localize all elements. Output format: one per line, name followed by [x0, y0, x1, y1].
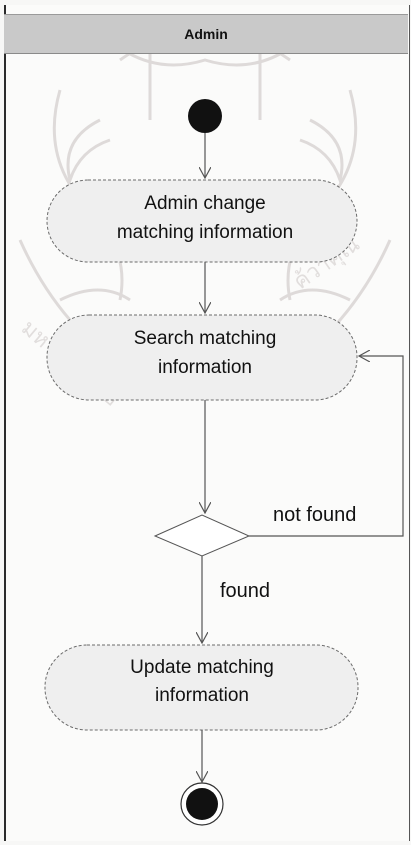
action-admin-change-matching-information: [46, 179, 358, 263]
swimlane-header: Admin: [4, 14, 408, 54]
action-3-line-2: information: [155, 685, 249, 706]
flow-not-found-loop: [249, 356, 404, 537]
decision-node: [153, 514, 251, 557]
final-node-core: [186, 788, 218, 820]
action-2-line-1: Search matching: [134, 328, 277, 349]
swimlane-title: Admin: [184, 26, 228, 42]
action-3-line-1: Update matching: [130, 657, 274, 678]
guard-found: found: [220, 580, 270, 602]
initial-node: [188, 99, 222, 133]
action-1-line-2: matching information: [117, 222, 293, 243]
guard-not-found: not found: [273, 504, 356, 526]
action-1-line-1: Admin change: [144, 193, 265, 214]
action-2-line-2: information: [158, 357, 252, 378]
action-search-matching-information: [46, 314, 358, 401]
